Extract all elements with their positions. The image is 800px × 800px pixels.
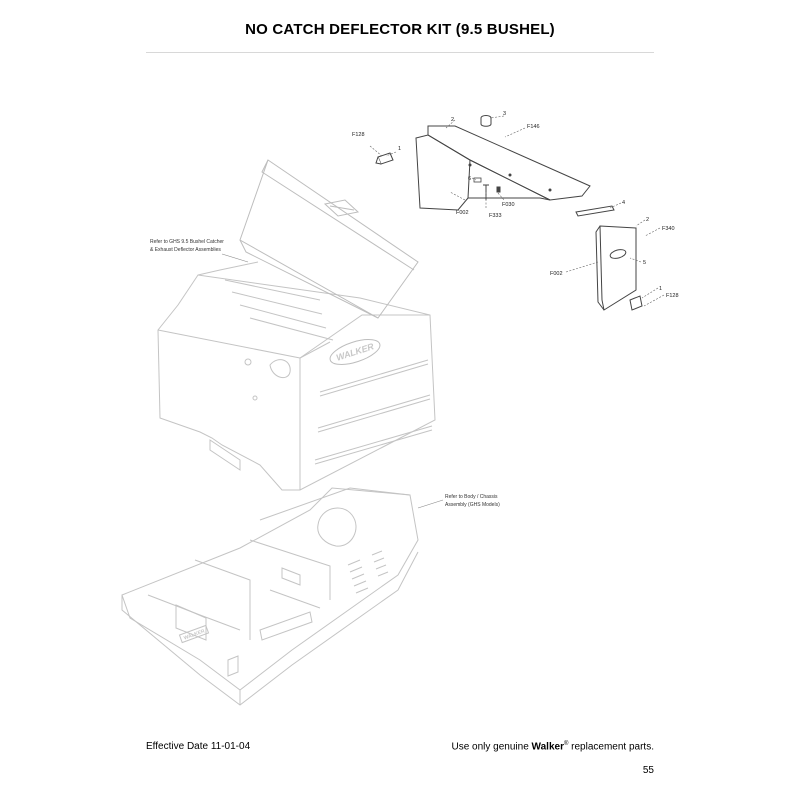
svg-text:WALKER: WALKER (335, 341, 376, 363)
callout-labels: 3 2 F146 F128 1 6 F002 F333 F030 4 2 F34… (352, 111, 679, 299)
callout-4: 4 (622, 200, 625, 206)
chassis-body (121, 487, 419, 706)
svg-text:WALKER: WALKER (183, 628, 206, 641)
knob-part (480, 115, 492, 127)
callout-f128-right: F128 (666, 293, 679, 299)
callout-f146: F146 (527, 124, 540, 130)
callout-1-right: 1 (659, 286, 662, 292)
deflector-top-panel (415, 125, 591, 211)
callout-f030: F030 (502, 202, 515, 208)
callout-f340: F340 (662, 226, 675, 232)
callout-1-top: 1 (398, 146, 401, 152)
catcher-lid (239, 159, 419, 319)
callout-f002-top: F002 (456, 210, 469, 216)
callout-2-top: 2 (451, 117, 454, 123)
clip-part-top (375, 152, 394, 165)
callout-f002-right: F002 (550, 271, 563, 277)
spacer-part (473, 177, 482, 183)
body-note-line1: Refer to Body / Chassis (445, 494, 498, 500)
effective-date: Effective Date 11-01-04 (146, 741, 251, 752)
catcher-note-line2: & Exhaust Deflector Assemblies (150, 247, 221, 253)
callout-f128-top: F128 (352, 132, 365, 138)
chassis-logo: WALKER (178, 624, 210, 644)
clip-part-right (629, 295, 643, 311)
callout-3: 3 (503, 111, 506, 117)
title-divider (146, 52, 654, 53)
callout-5: 5 (643, 260, 646, 266)
callout-2-right: 2 (646, 217, 649, 223)
reference-notes: Refer to GHS 9.5 Bushel Catcher & Exhaus… (150, 239, 500, 509)
page-number: 55 (642, 765, 654, 776)
footer-disclaimer: Use only genuine Walker® replacement par… (451, 741, 654, 753)
callout-6: 6 (468, 176, 471, 182)
callout-f333: F333 (489, 213, 502, 219)
body-note-line2: Assembly (GHS Models) (445, 502, 500, 508)
catcher-body (157, 261, 436, 491)
page-title: NO CATCH DEFLECTOR KIT (9.5 BUSHEL) (245, 21, 555, 38)
catcher-note-line1: Refer to GHS 9.5 Bushel Catcher (150, 239, 224, 245)
catcher-logo: WALKER (329, 339, 381, 365)
leader-lines (369, 115, 665, 307)
strip-part (575, 205, 615, 217)
deflector-side-panel (595, 225, 637, 311)
